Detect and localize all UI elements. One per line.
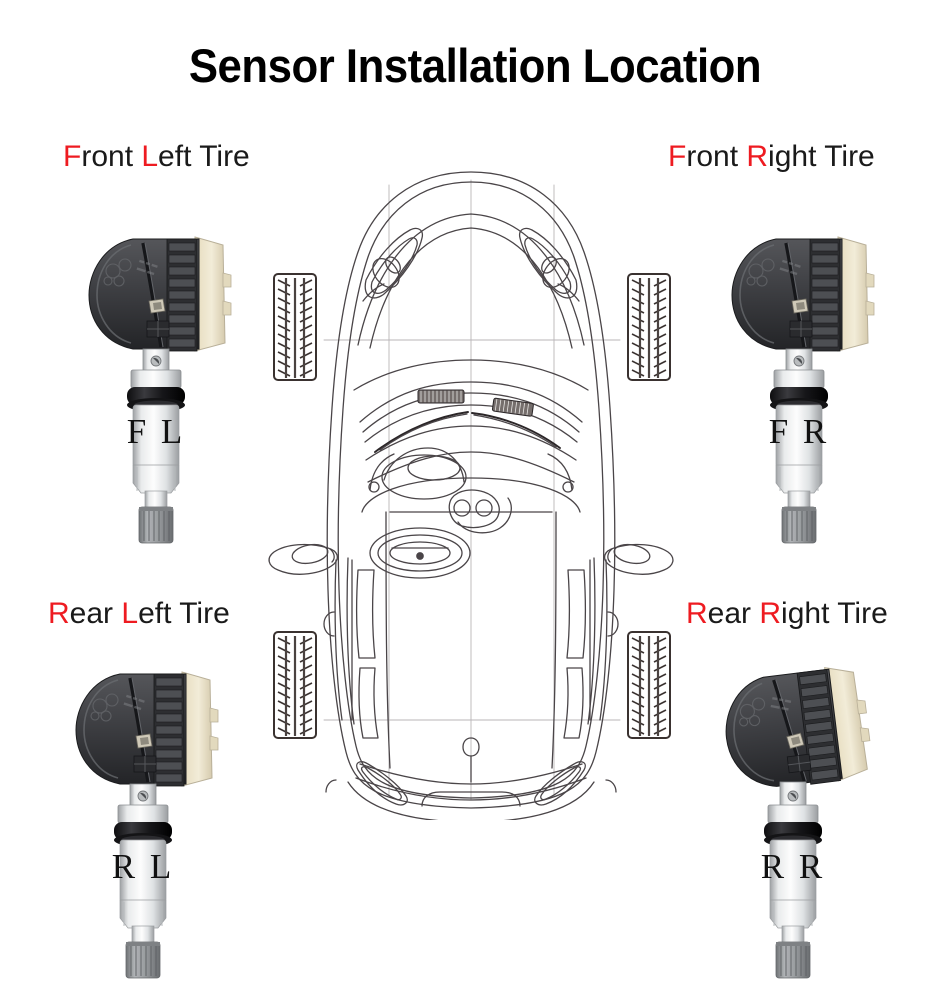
sensor-front-right: F R (718, 215, 898, 545)
stem-marking-front-left: F L (127, 412, 186, 451)
wheel-rear-right (627, 631, 671, 739)
label-front-right-tire: Front Right Tire (668, 140, 875, 174)
label-front-left-highlight-2: L (141, 140, 159, 173)
stem-marking-front-right: F R (769, 412, 830, 451)
label-front-left-tire: Front Left Tire (63, 140, 250, 174)
sensor-front-left: F L (75, 215, 255, 545)
sensor-head (731, 236, 875, 352)
label-rear-left-rest-2: eft Tire (138, 597, 230, 630)
page-title: Sensor Installation Location (188, 39, 762, 92)
sensor-head (725, 667, 871, 787)
label-rear-left-highlight-1: R (48, 597, 70, 630)
sensor-rear-left: R L (62, 650, 242, 980)
label-rear-left-highlight-2: L (121, 597, 139, 630)
label-rear-left-tire: Rear Left Tire (48, 597, 230, 631)
label-front-left-rest-2: eft Tire (158, 140, 250, 173)
label-front-right-highlight-1: F (668, 140, 687, 173)
label-front-right-highlight-2: R (746, 140, 769, 173)
sensor-valve-stem: R L (112, 783, 174, 979)
sensor-head (88, 236, 232, 352)
wheel-front-right (627, 273, 671, 381)
sensor-valve-stem: F R (769, 348, 830, 544)
car-top-view-diagram (262, 160, 682, 820)
sensor-rear-right: R R (712, 650, 892, 980)
wheel-front-left (273, 273, 317, 381)
stem-marking-rear-right: R R (761, 847, 825, 886)
label-front-right-rest-1: ront (686, 140, 747, 173)
sensor-valve-stem: F L (127, 348, 186, 544)
wheel-rear-left (273, 631, 317, 739)
label-front-left-rest-1: ront (81, 140, 142, 173)
label-rear-right-highlight-2: R (759, 597, 782, 630)
label-rear-right-rest-1: ear (707, 597, 760, 630)
label-front-left-highlight-1: F (63, 140, 82, 173)
label-rear-right-highlight-1: R (686, 597, 708, 630)
label-rear-right-rest-2: ight Tire (781, 597, 888, 630)
label-rear-left-rest-1: ear (69, 597, 122, 630)
label-rear-right-tire: Rear Right Tire (686, 597, 888, 631)
sensor-head (75, 671, 219, 787)
stem-marking-rear-left: R L (112, 847, 174, 886)
label-front-right-rest-2: ight Tire (768, 140, 875, 173)
sensor-valve-stem: R R (761, 781, 825, 979)
